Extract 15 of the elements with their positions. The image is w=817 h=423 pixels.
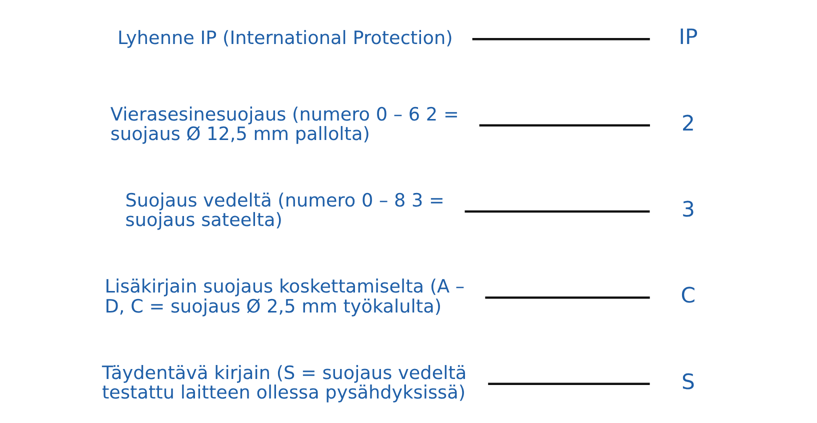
node-text: IP bbox=[678, 24, 698, 50]
node-text: 2 bbox=[681, 110, 695, 136]
node-text: Täydentävä kirjain (S = suojaus vedeltä testattu laitteen ollessa pysähdyksissä) bbox=[102, 362, 467, 404]
node-text: 3 bbox=[681, 196, 695, 222]
node-text: Vierasesinesuojaus (numero 0 – 6 2 = suojaus Ø 12,5 mm pallolta) bbox=[110, 104, 459, 146]
node-text: Lyhenne IP (International Protection) bbox=[117, 28, 453, 49]
connector bbox=[479, 124, 650, 126]
node-text: Lisäkirjain suojaus koskettamiselta (A – D, C = suojaus Ø 2,5 mm työkalulta) bbox=[104, 276, 465, 318]
node-text: C bbox=[680, 282, 696, 308]
connector bbox=[472, 38, 650, 40]
connector bbox=[488, 382, 650, 385]
node-text: S bbox=[681, 368, 695, 394]
connector bbox=[464, 210, 650, 213]
node-text: Suojaus vedeltä (numero 0 – 8 3 = suojaus sateelta) bbox=[125, 190, 444, 232]
connector bbox=[485, 296, 650, 299]
